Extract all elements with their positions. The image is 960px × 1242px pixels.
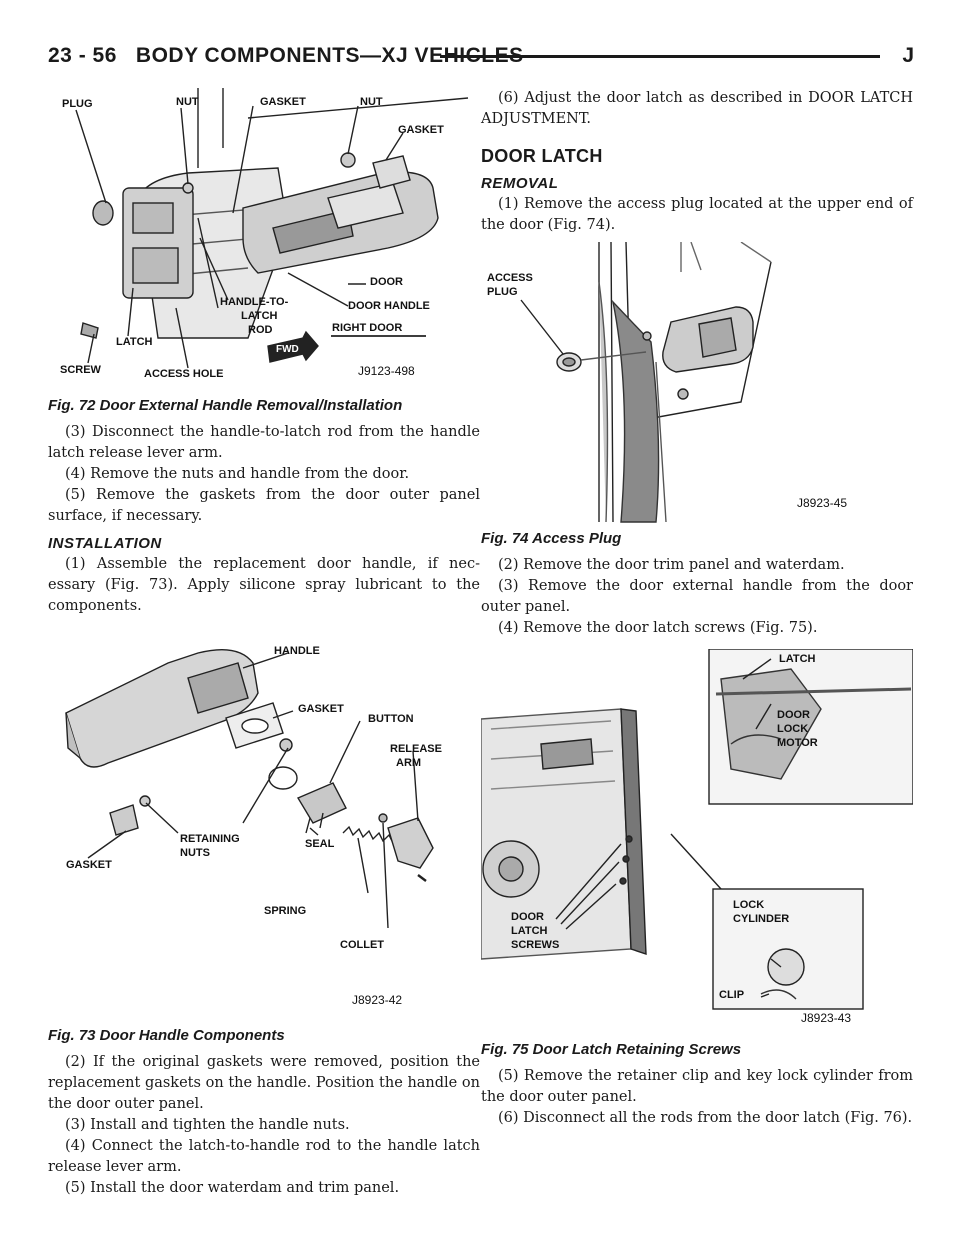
inst-5-text: (5) Install the door waterdam and trim p…: [65, 1180, 400, 1196]
fig73-id: J8923-42: [352, 993, 403, 1007]
label-access: ACCESS: [487, 272, 533, 284]
fig75-illustration: [481, 649, 913, 1010]
label-button: BUTTON: [368, 713, 414, 725]
label-gasket: GASKET: [260, 96, 306, 108]
label-nut: NUT: [176, 96, 199, 108]
step-3-text: (3) Disconnect the handle-to-latch rod f…: [48, 424, 480, 461]
label-retaining: RETAINING: [180, 833, 240, 845]
label-arm: ARM: [396, 757, 422, 769]
label-door: DOOR: [370, 276, 403, 288]
label-release: RELEASE: [390, 743, 442, 755]
rem-5-text: (5) Remove the retainer clip and key loc…: [481, 1068, 913, 1105]
label-gasket-2: GASKET: [398, 124, 444, 136]
label-plug: PLUG: [487, 286, 518, 298]
label-collet: COLLET: [340, 939, 384, 951]
label-spring: SPRING: [264, 905, 307, 917]
label-handle-to: HANDLE-TO-: [220, 296, 289, 308]
inst-1-text: (1) Assemble the replacement door handle…: [48, 556, 480, 614]
header-title: 23 - 56 BODY COMPONENTS—XJ VEHICLES: [48, 44, 524, 68]
figure-73: HANDLE GASKET BUTTON RELEASE ARM SEAL RE…: [48, 623, 480, 1023]
rem-6-text: (6) Disconnect all the rods from the doo…: [498, 1110, 913, 1126]
page-number: 23 - 56: [48, 44, 117, 67]
fig72-id: J9123-498: [358, 364, 415, 378]
label-clip: CLIP: [719, 989, 745, 1001]
label-lock-2: LOCK: [733, 899, 765, 911]
label-gasket-lower: GASKET: [66, 859, 112, 871]
label-motor: MOTOR: [777, 737, 818, 749]
rem-4-text: (4) Remove the door latch screws (Fig. 7…: [498, 620, 818, 636]
label-door-2: DOOR: [511, 911, 544, 923]
fig74-caption: Fig. 74 Access Plug: [481, 530, 622, 547]
step-5-text: (5) Remove the gaskets from the door out…: [48, 487, 480, 524]
figure-72: PLUG NUT GASKET NUT GASKET DOOR DOOR HAN…: [48, 88, 480, 393]
label-latch: LATCH: [116, 336, 153, 348]
label-nut-2: NUT: [360, 96, 383, 108]
section-title: BODY COMPONENTS—XJ VEHICLES: [135, 44, 524, 67]
label-door: DOOR: [777, 709, 810, 721]
label-latch: LATCH: [779, 653, 816, 665]
label-handle: HANDLE: [274, 645, 320, 657]
door-latch-heading: DOOR LATCH: [481, 146, 603, 166]
inst-4-text: (4) Connect the latch-to-handle rod to t…: [48, 1138, 480, 1175]
inst-2-text: (2) If the original gaskets were removed…: [48, 1054, 480, 1112]
figure-74: ACCESS PLUG J8923-45: [481, 242, 913, 526]
label-door-handle: DOOR HANDLE: [348, 300, 430, 312]
page-header: 23 - 56 BODY COMPONENTS—XJ VEHICLES J: [48, 44, 914, 78]
label-gasket: GASKET: [298, 703, 344, 715]
label-cylinder: CYLINDER: [733, 913, 790, 925]
fig73-illustration: [65, 649, 434, 929]
header-rule: [440, 55, 880, 58]
fig74-id: J8923-45: [797, 496, 848, 510]
label-fwd: FWD: [276, 344, 299, 355]
label-access-hole: ACCESS HOLE: [144, 368, 224, 380]
fig74-illustration: [520, 242, 772, 523]
inst-6-text: (6) Adjust the door latch as described i…: [481, 90, 913, 127]
label-screws: SCREWS: [511, 939, 560, 951]
figure-75: LATCH DOOR LOCK MOTOR DOOR LATCH SCREWS …: [481, 649, 913, 1037]
label-plug: PLUG: [62, 98, 93, 110]
right-column: (6) Adjust the door latch as described i…: [481, 88, 913, 1129]
removal-heading: REMOVAL: [481, 175, 559, 192]
rem-3-text: (3) Remove the door external handle from…: [481, 578, 913, 615]
label-latch-2: LATCH: [511, 925, 548, 937]
rem-1-text: (1) Remove the access plug located at th…: [481, 196, 913, 233]
fig72-caption: Fig. 72 Door External Handle Removal/Ins…: [48, 397, 403, 414]
step-4-text: (4) Remove the nuts and handle from the …: [65, 466, 410, 482]
inst-3-text: (3) Install and tighten the handle nuts.: [65, 1117, 350, 1133]
fig72-illustration: [75, 88, 469, 369]
left-column: PLUG NUT GASKET NUT GASKET DOOR DOOR HAN…: [48, 88, 480, 1199]
fig75-id: J8923-43: [801, 1011, 852, 1025]
label-lock: LOCK: [777, 723, 809, 735]
label-nuts: NUTS: [180, 847, 210, 859]
fig73-caption: Fig. 73 Door Handle Components: [48, 1027, 285, 1044]
label-right-door: RIGHT DOOR: [332, 322, 403, 334]
edition-mark: J: [902, 44, 914, 67]
fig75-caption: Fig. 75 Door Latch Retaining Screws: [481, 1041, 742, 1058]
installation-heading: INSTALLATION: [48, 535, 162, 552]
rem-2-text: (2) Remove the door trim panel and water…: [498, 557, 845, 573]
label-rod: ROD: [248, 324, 273, 336]
label-seal: SEAL: [305, 838, 335, 850]
label-latch-word: LATCH: [241, 310, 278, 322]
label-screw: SCREW: [60, 364, 101, 376]
